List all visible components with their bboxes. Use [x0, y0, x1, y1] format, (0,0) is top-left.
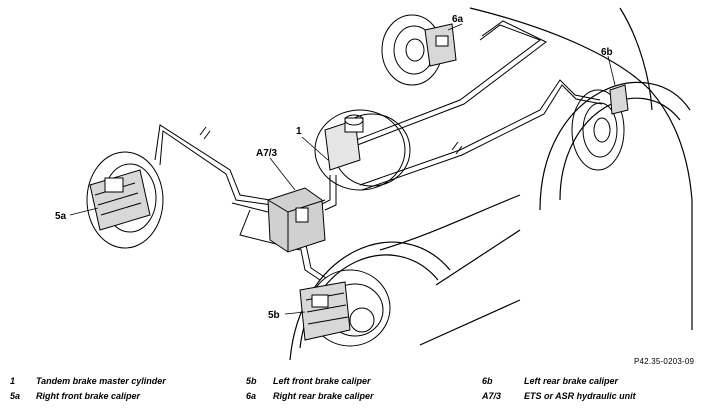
legend: 1 Tandem brake master cylinder 5a Right … — [0, 374, 701, 410]
hydraulic-unit — [231, 187, 326, 253]
legend-text: Right rear brake caliper — [273, 391, 374, 401]
label-right-front-caliper: 5a — [55, 211, 67, 222]
legend-key: 6b — [482, 376, 493, 386]
legend-key: A7/3 — [482, 391, 502, 401]
legend-text: Left rear brake caliper — [524, 376, 619, 386]
legend-key: 6a — [246, 391, 257, 401]
label-right-rear-caliper: 6a — [452, 14, 464, 25]
legend-text: Right front brake caliper — [36, 391, 141, 401]
legend-text: Tandem brake master cylinder — [36, 376, 166, 386]
left-rear-caliper — [571, 84, 629, 171]
legend-key: 5b — [246, 376, 257, 386]
label-hydraulic-unit: A7/3 — [256, 148, 278, 159]
label-left-front-caliper: 5b — [268, 310, 280, 321]
figure-id: P42.35-0203-09 — [634, 357, 695, 366]
left-front-caliper — [299, 269, 391, 347]
legend-text: ETS or ASR hydraulic unit — [524, 391, 636, 401]
car-body-outline — [289, 7, 693, 361]
legend-text: Left front brake caliper — [273, 376, 371, 386]
leader-lines — [69, 23, 616, 315]
right-rear-caliper — [381, 14, 457, 86]
master-cylinder — [314, 109, 411, 191]
label-left-rear-caliper: 6b — [601, 47, 613, 58]
legend-key: 5a — [10, 391, 21, 401]
right-front-caliper — [86, 151, 164, 249]
legend-key: 1 — [10, 376, 16, 386]
label-master-cylinder: 1 — [296, 126, 302, 137]
brake-lines — [154, 20, 603, 281]
